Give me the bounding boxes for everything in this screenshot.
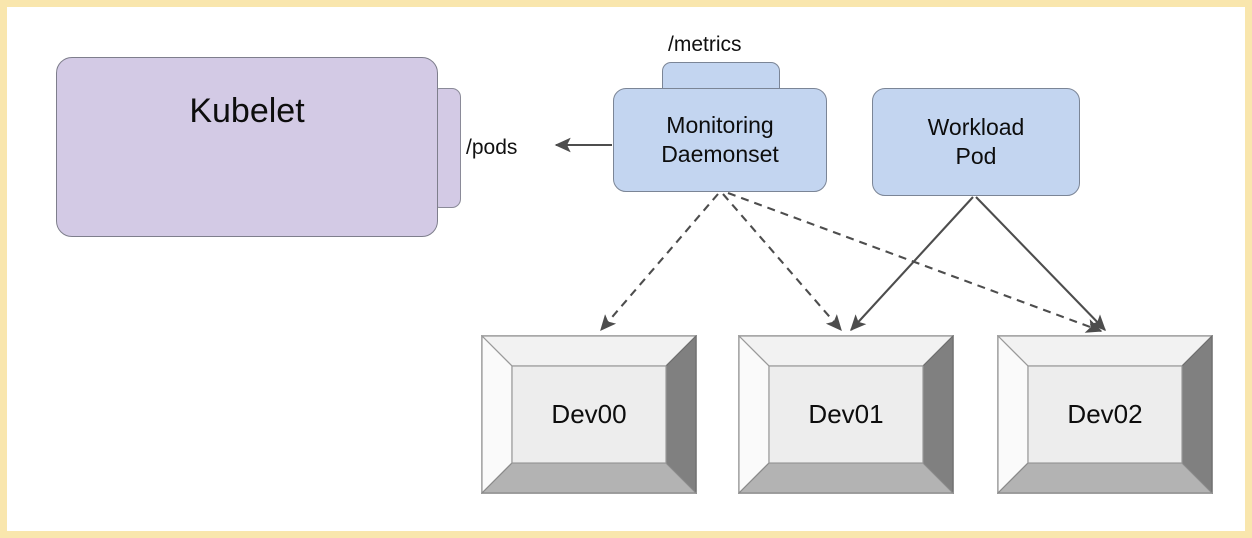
kubelet-label: Kubelet	[189, 92, 305, 130]
node-monitoring-daemonset[interactable]: Monitoring Daemonset	[613, 88, 827, 192]
node-dev01[interactable]: Dev01	[738, 335, 954, 494]
node-dev00[interactable]: Dev00	[481, 335, 697, 494]
edge-label-pods: /pods	[466, 136, 518, 159]
dev01-shape	[738, 335, 954, 494]
edge-monitoring-to-dev00	[600, 193, 719, 332]
monitoring-daemonset-label-line2: Daemonset	[661, 141, 779, 167]
node-kubelet[interactable]: Kubelet	[56, 57, 462, 237]
monitoring-daemonset-label-wrap: Monitoring Daemonset	[661, 111, 779, 168]
dev00-shape	[481, 335, 697, 494]
workload-pod-label-line1: Workload	[927, 114, 1025, 141]
node-dev02[interactable]: Dev02	[997, 335, 1213, 494]
kubelet-body[interactable]: Kubelet	[56, 57, 438, 237]
edge-workload-to-dev02	[975, 196, 1106, 332]
monitoring-daemonset-label-line1: Monitoring	[666, 112, 774, 139]
dev02-shape	[997, 335, 1213, 494]
workload-pod-label-wrap: Workload Pod	[928, 113, 1025, 170]
edge-label-metrics: /metrics	[668, 33, 742, 56]
node-workload-pod[interactable]: Workload Pod	[872, 88, 1080, 196]
edge-monitoring-to-dev01	[722, 193, 842, 332]
edge-workload-to-dev01	[850, 196, 974, 332]
workload-pod-label-line2: Pod	[955, 143, 997, 169]
